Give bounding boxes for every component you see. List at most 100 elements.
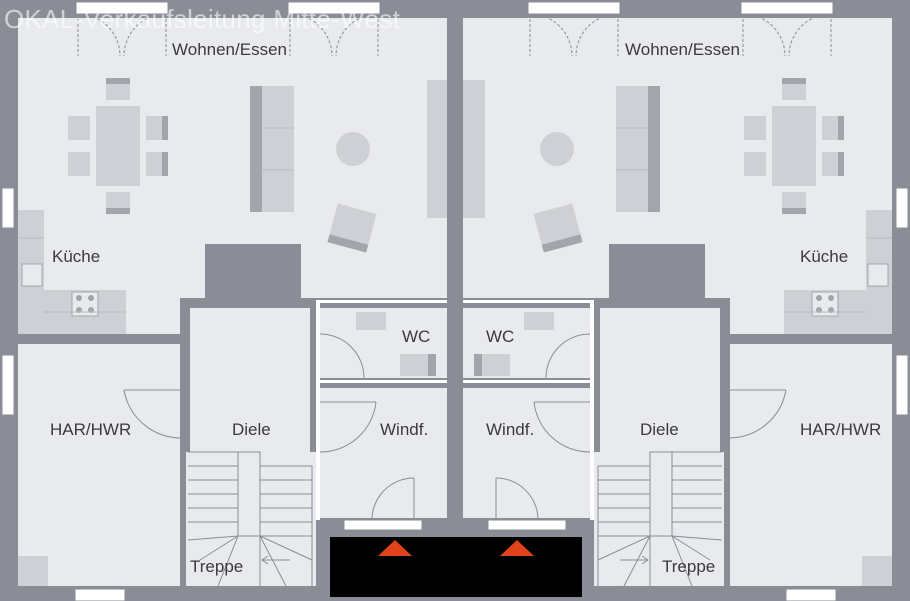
right-entrance-arrow xyxy=(500,540,534,556)
right-stair-treads-1 xyxy=(672,465,722,523)
right-sofa-seat xyxy=(616,86,648,212)
swing-1 xyxy=(77,13,121,57)
right-utility-room xyxy=(730,344,892,586)
left-entrance-arrow xyxy=(378,540,412,556)
right-dining-set xyxy=(744,78,844,214)
swing-4 xyxy=(335,13,379,57)
window-top-4 xyxy=(740,1,834,15)
wc-fixtures xyxy=(356,312,554,376)
right-hall-label: Diele xyxy=(640,420,679,439)
left-dining-set xyxy=(68,78,168,214)
swing-3 xyxy=(289,13,333,57)
left-wc-toilet xyxy=(400,354,436,376)
right-living-door-2 xyxy=(656,245,704,293)
left-armchair xyxy=(327,203,377,253)
right-stair-treads-2 xyxy=(598,479,650,537)
right-living-door xyxy=(610,245,658,293)
right-entry-door xyxy=(495,477,539,521)
left-hall-label: Diele xyxy=(232,420,271,439)
right-sofa xyxy=(463,80,660,253)
left-sofa-seat xyxy=(262,86,294,212)
window-bottom-1 xyxy=(74,588,126,601)
window-right-1 xyxy=(895,187,909,229)
window-swings xyxy=(77,13,832,57)
left-wc-basin xyxy=(356,312,386,330)
left-living-door-2 xyxy=(252,245,300,293)
left-sideboard xyxy=(427,80,447,218)
left-vestibule xyxy=(320,388,447,518)
right-burner-2 xyxy=(828,295,834,301)
left-stair-well xyxy=(237,451,261,537)
left-hall xyxy=(186,308,316,586)
right-chair-top-shadow xyxy=(782,78,806,84)
right-chair-l2 xyxy=(744,152,766,176)
right-kitchen-label: Küche xyxy=(800,247,849,266)
right-vestibule xyxy=(463,388,590,518)
left-chair-r2-s xyxy=(162,152,168,176)
left-utility-fixture xyxy=(18,556,48,586)
left-chair-bottom-shadow xyxy=(106,208,130,214)
left-stair-treads-2 xyxy=(260,479,312,537)
right-vestibule-label: Windf. xyxy=(486,420,535,439)
right-burner-1 xyxy=(816,295,822,301)
right-wc-basin xyxy=(524,312,554,330)
swing-5 xyxy=(529,13,573,57)
left-stair-arrow xyxy=(261,555,290,565)
left-stair-treads-1 xyxy=(188,465,238,523)
right-wc-door xyxy=(545,333,591,379)
left-kitchen-sink xyxy=(21,263,43,287)
right-wc-tank xyxy=(474,354,482,376)
left-utility-door xyxy=(123,389,183,439)
right-living-label: Wohnen/Essen xyxy=(625,40,740,59)
left-burner-1 xyxy=(76,295,82,301)
right-chair-r2-s xyxy=(838,152,844,176)
window-left-1 xyxy=(1,187,15,229)
left-dining-table xyxy=(96,106,140,186)
right-kitchen-sink xyxy=(867,263,889,287)
right-utility-label: HAR/HWR xyxy=(800,420,882,439)
swing-2 xyxy=(123,13,167,57)
left-sofa xyxy=(250,80,447,253)
entrance-area xyxy=(330,537,582,597)
swing-7 xyxy=(742,13,786,57)
right-stairs-label: Treppe xyxy=(662,557,716,576)
left-chair-top-shadow xyxy=(106,78,130,84)
left-wc-label: WC xyxy=(402,327,431,346)
left-sofa-back xyxy=(250,86,262,212)
left-entry-door xyxy=(371,477,415,521)
right-wc-wall-line xyxy=(590,300,594,520)
right-dining-table xyxy=(772,106,816,186)
right-stair-winders xyxy=(597,535,723,587)
left-utility-label: HAR/HWR xyxy=(50,420,132,439)
right-coffee-table xyxy=(540,132,574,166)
left-utility-room xyxy=(18,344,180,586)
right-stairs xyxy=(597,451,723,587)
left-chair-l1 xyxy=(68,116,90,140)
window-top-1 xyxy=(75,1,169,15)
window-left-2 xyxy=(1,354,15,416)
window-door-left xyxy=(343,519,423,531)
right-stair-arrow xyxy=(620,555,649,565)
right-chair-l1 xyxy=(744,116,766,140)
left-wc-tank xyxy=(428,354,436,376)
right-wc-label: WC xyxy=(486,327,515,346)
left-chair-l2 xyxy=(68,152,90,176)
left-living-door xyxy=(206,245,254,293)
door-swings xyxy=(123,245,787,521)
window-right-2 xyxy=(895,354,909,416)
right-vestibule-door xyxy=(533,401,591,453)
right-armchair xyxy=(533,203,583,253)
window-door-right xyxy=(487,519,567,531)
right-wc-toilet xyxy=(474,354,510,376)
left-vestibule-label: Windf. xyxy=(380,420,429,439)
window-top-3 xyxy=(527,1,621,15)
left-kitchen xyxy=(18,210,126,334)
watermark: OKAL-Verkaufsleitung Mitte-West xyxy=(4,4,401,34)
window-bottom-2 xyxy=(785,588,837,601)
left-coffee-table xyxy=(336,132,370,166)
left-wc-floor-line xyxy=(320,380,447,383)
left-wc-door xyxy=(319,333,365,379)
left-divider xyxy=(316,300,447,303)
